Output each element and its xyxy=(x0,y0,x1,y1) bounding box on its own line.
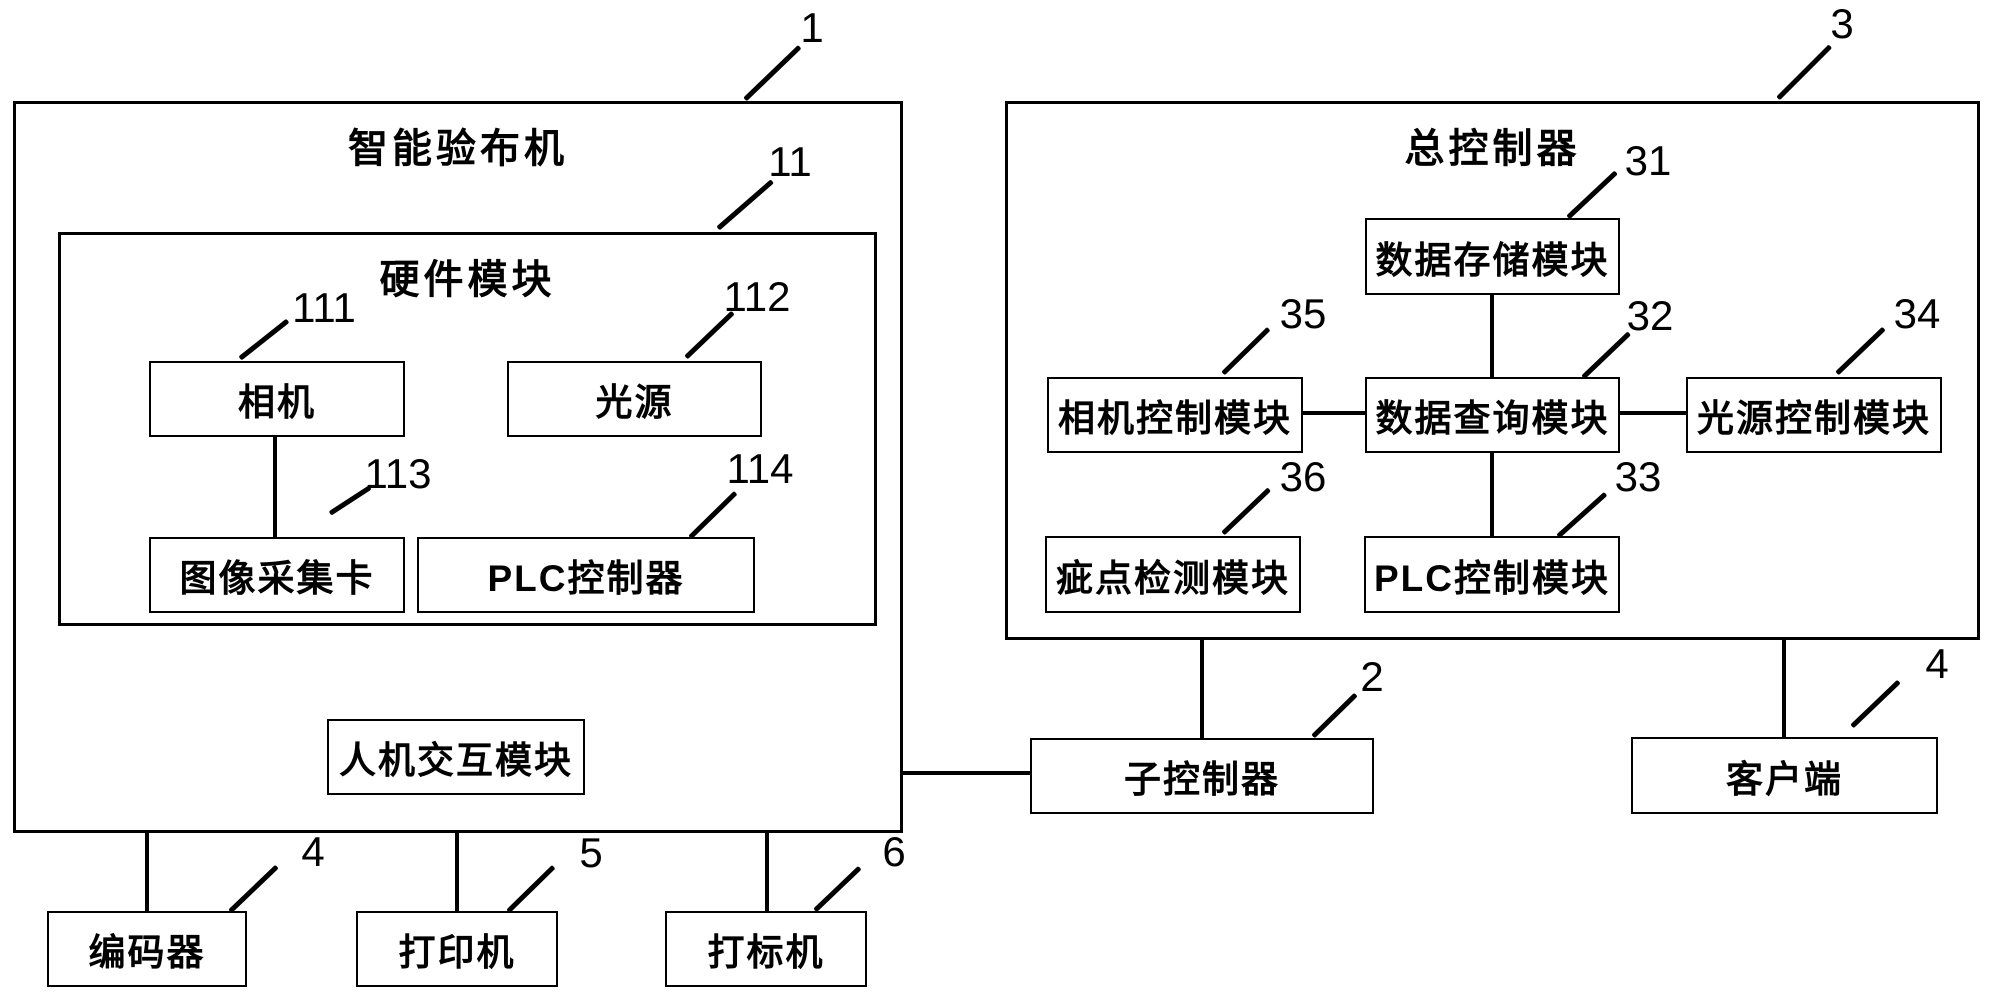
ref-label-1: 1 xyxy=(800,4,824,51)
data-storage-module-box: 数据存储模块 xyxy=(1365,218,1620,295)
ref-label-35: 35 xyxy=(1279,290,1327,337)
ref-label-33: 33 xyxy=(1614,453,1662,500)
connector-query-to-light-control xyxy=(1620,411,1686,415)
connector-machine-to-sub-controller xyxy=(903,771,1030,775)
ref-label-6: 6 xyxy=(882,828,906,875)
connector-machine-to-printer xyxy=(455,833,459,911)
encoder-box: 编码器 xyxy=(47,911,247,987)
connector-storage-to-query xyxy=(1490,295,1494,377)
hardware-module-title: 硬件模块 xyxy=(379,258,556,302)
connector-camera-to-capture-card xyxy=(273,437,277,537)
client-box: 客户端 xyxy=(1631,737,1938,814)
ref-label-2: 2 xyxy=(1360,653,1384,700)
leader-line-3 xyxy=(1776,44,1832,100)
data-query-module-box: 数据查询模块 xyxy=(1365,377,1620,453)
ref-label-4: 4 xyxy=(1925,640,1949,687)
printer-box: 打印机 xyxy=(356,911,558,987)
leader-line-4 xyxy=(1850,679,1901,728)
machine-title: 智能验布机 xyxy=(348,127,568,171)
light-source-control-module-box: 光源控制模块 xyxy=(1686,377,1942,453)
leader-line-5 xyxy=(506,864,556,913)
ref-label-34: 34 xyxy=(1893,290,1941,337)
hmi-module-box: 人机交互模块 xyxy=(327,719,585,795)
connector-controller-to-client xyxy=(1782,640,1786,737)
light-source-box: 光源 xyxy=(507,361,762,437)
ref-label-112: 112 xyxy=(723,273,791,320)
leader-line-1 xyxy=(743,44,802,101)
machine-container: 智能验布机 xyxy=(13,101,903,833)
connector-query-to-plc-control xyxy=(1490,453,1494,536)
sub-controller-box: 子控制器 xyxy=(1030,738,1374,814)
ref-label-4: 4 xyxy=(301,828,325,875)
connector-machine-to-encoder xyxy=(145,833,149,911)
ref-label-111: 111 xyxy=(292,284,356,331)
connector-controller-to-sub-controller xyxy=(1200,640,1204,738)
ref-label-32: 32 xyxy=(1626,292,1674,339)
leader-line-6 xyxy=(813,865,862,912)
ref-label-3: 3 xyxy=(1830,0,1854,47)
marking-machine-box: 打标机 xyxy=(665,911,867,987)
camera-box: 相机 xyxy=(149,361,405,437)
image-capture-card-box: 图像采集卡 xyxy=(149,537,405,613)
defect-detection-module-box: 疵点检测模块 xyxy=(1045,536,1301,613)
ref-label-36: 36 xyxy=(1279,453,1327,500)
leader-line-4 xyxy=(228,864,279,913)
ref-label-11: 11 xyxy=(768,138,812,185)
connector-machine-to-marking-machine xyxy=(765,833,769,911)
hardware-module-container: 硬件模块 xyxy=(58,232,877,626)
plc-control-module-box: PLC控制模块 xyxy=(1364,536,1620,613)
ref-label-113: 113 xyxy=(364,450,432,497)
main-controller-container: 总控制器 xyxy=(1005,101,1980,640)
connector-camera-control-to-query xyxy=(1303,411,1365,415)
leader-line-2 xyxy=(1311,692,1358,738)
main-controller-title: 总控制器 xyxy=(1404,127,1581,171)
plc-controller-box: PLC控制器 xyxy=(417,537,755,613)
camera-control-module-box: 相机控制模块 xyxy=(1047,377,1303,453)
ref-label-114: 114 xyxy=(726,445,794,492)
ref-label-31: 31 xyxy=(1624,137,1672,184)
ref-label-5: 5 xyxy=(579,829,603,876)
